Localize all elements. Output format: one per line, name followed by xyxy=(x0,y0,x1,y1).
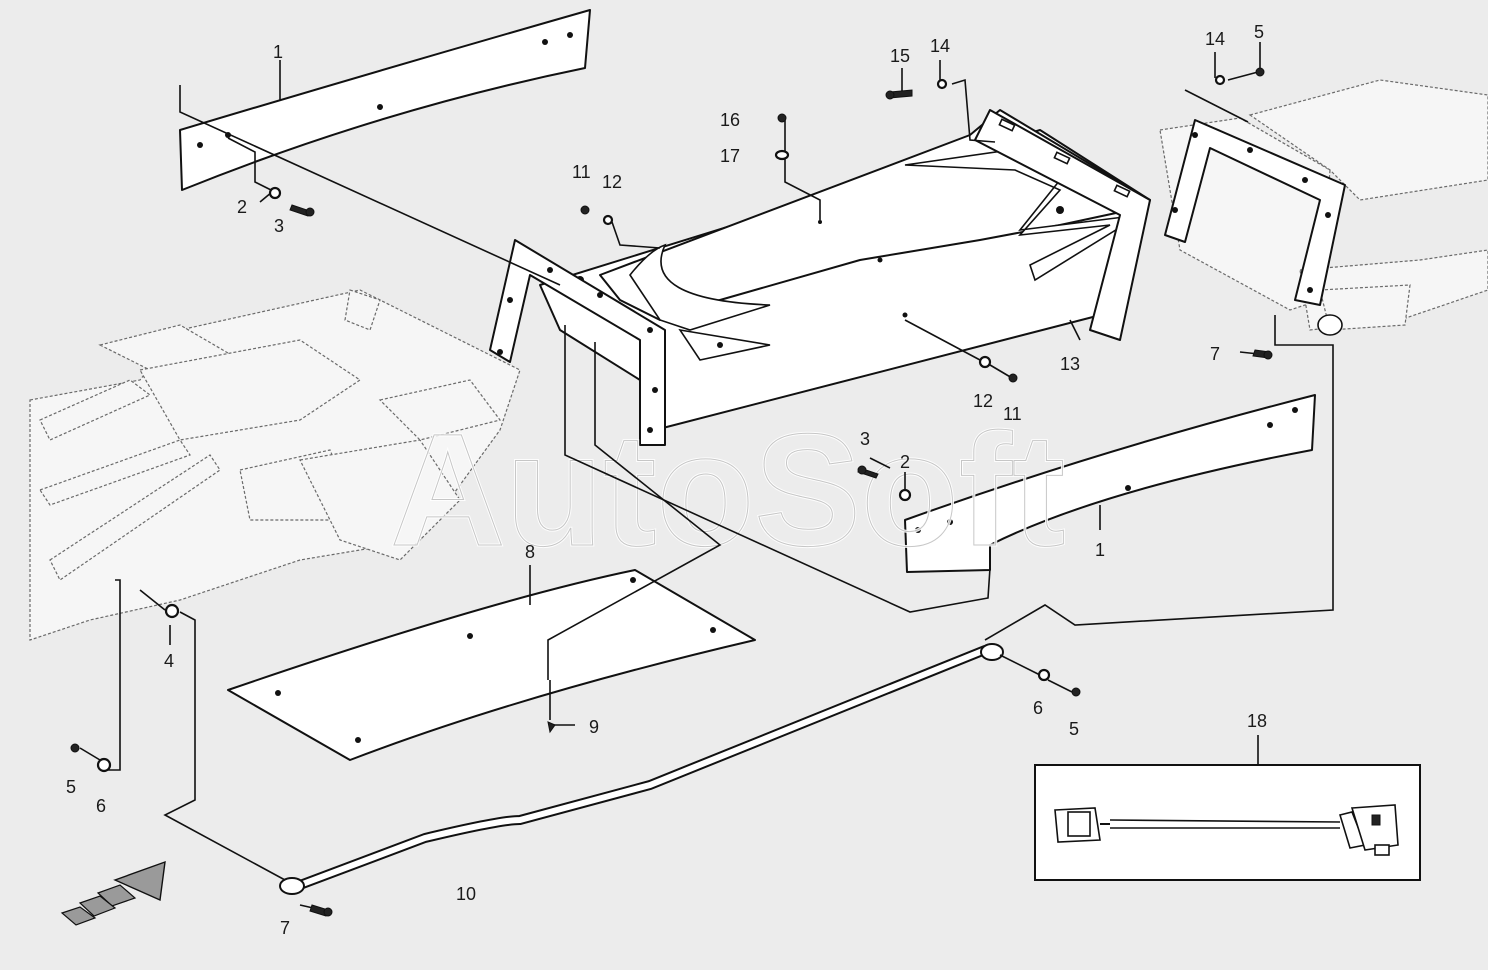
callout-5-left: 5 xyxy=(66,777,76,797)
callout-11-upper: 11 xyxy=(572,162,591,182)
callout-1-lower: 1 xyxy=(1095,540,1105,560)
right-hitch-bracket xyxy=(1164,119,1346,336)
callout-1-upper: 1 xyxy=(273,42,283,62)
callout-2-upper: 2 xyxy=(237,197,247,217)
part-8-floor-plate xyxy=(227,569,756,761)
hardware xyxy=(70,67,1273,917)
watermark-outline: AutoSoft xyxy=(390,400,1065,579)
callout-18: 18 xyxy=(1247,711,1267,731)
callout-3-upper: 3 xyxy=(274,216,284,236)
callout-7-lower: 7 xyxy=(280,918,290,938)
callout-8: 8 xyxy=(525,542,535,562)
callout-13: 13 xyxy=(1060,354,1080,374)
callout-16: 16 xyxy=(720,110,740,130)
part-1-lower-plate xyxy=(904,394,1316,573)
washer-2a xyxy=(268,186,282,200)
callout-7-right: 7 xyxy=(1210,344,1220,364)
callout-5-right: 5 xyxy=(1254,22,1264,42)
callout-17: 17 xyxy=(720,146,740,166)
callout-labels: 1 2 3 11 12 16 17 15 14 14 5 13 12 11 7 … xyxy=(66,22,1267,938)
callout-15: 15 xyxy=(890,46,910,66)
callout-14-center: 14 xyxy=(930,36,950,56)
part-10-rod xyxy=(279,643,1004,895)
callout-6-right: 6 xyxy=(1033,698,1043,718)
callout-10: 10 xyxy=(456,884,476,904)
callout-9: 9 xyxy=(589,717,599,737)
callout-4: 4 xyxy=(164,651,174,671)
callout-12-lower: 12 xyxy=(973,391,993,411)
callout-2-lower: 2 xyxy=(900,452,910,472)
callout-11-lower: 11 xyxy=(1003,404,1022,424)
direction-arrow-icon xyxy=(60,860,166,926)
watermark-text: AutoSoft xyxy=(390,400,1065,579)
part-1-upper-plate xyxy=(179,9,591,191)
part-13-main-frame xyxy=(489,109,1151,446)
inset-panel-18 xyxy=(1034,735,1421,881)
leader-lines xyxy=(79,42,1334,911)
callout-14-right: 14 xyxy=(1205,29,1225,49)
wiring-harness-icon xyxy=(1054,804,1399,856)
callout-6-left: 6 xyxy=(96,796,106,816)
callout-12-upper: 12 xyxy=(602,172,622,192)
callout-3-lower: 3 xyxy=(860,429,870,449)
callout-5-lower-right: 5 xyxy=(1069,719,1079,739)
